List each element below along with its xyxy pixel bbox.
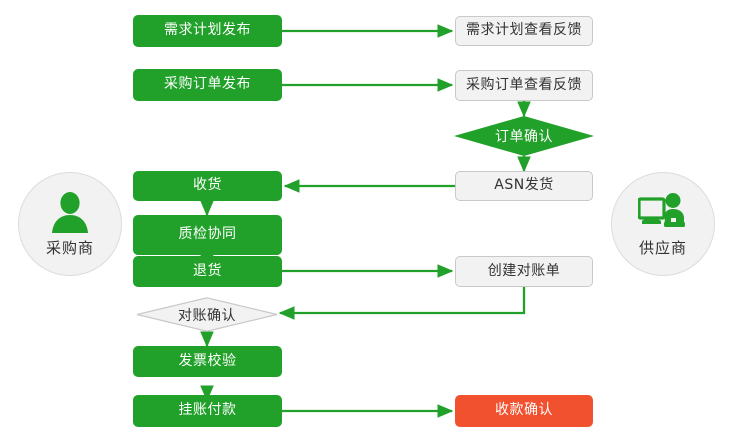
diamond-shape-plain: [136, 297, 278, 332]
diamond-shape-green: [454, 116, 594, 156]
person-at-computer-icon: [637, 190, 689, 234]
person-icon: [44, 190, 96, 234]
edge-create-statement-to-statement-confirm: [278, 287, 526, 320]
node-po-feedback[interactable]: 采购订单查看反馈: [455, 70, 593, 101]
node-order-confirm[interactable]: 订单确认: [454, 116, 594, 156]
node-create-statement[interactable]: 创建对账单: [455, 256, 593, 287]
node-return-goods[interactable]: 退货: [133, 256, 282, 287]
node-asn-ship[interactable]: ASN发货: [455, 171, 593, 201]
node-demand-plan-publish[interactable]: 需求计划发布: [133, 15, 282, 47]
node-receipt-confirm[interactable]: 收款确认: [455, 395, 593, 427]
node-demand-plan-feedback[interactable]: 需求计划查看反馈: [455, 16, 593, 46]
node-payable-payment[interactable]: 挂账付款: [133, 395, 282, 427]
actor-supplier: 供应商: [611, 172, 715, 276]
node-invoice-verify[interactable]: 发票校验: [133, 346, 282, 377]
node-po-publish[interactable]: 采购订单发布: [133, 69, 282, 101]
node-quality-collab[interactable]: 质检协同: [133, 215, 282, 255]
actor-buyer: 采购商: [18, 172, 122, 276]
actor-supplier-label: 供应商: [638, 239, 687, 257]
node-receive-goods[interactable]: 收货: [133, 171, 282, 201]
node-statement-confirm[interactable]: 对账确认: [136, 297, 278, 332]
actor-buyer-label: 采购商: [45, 239, 94, 257]
